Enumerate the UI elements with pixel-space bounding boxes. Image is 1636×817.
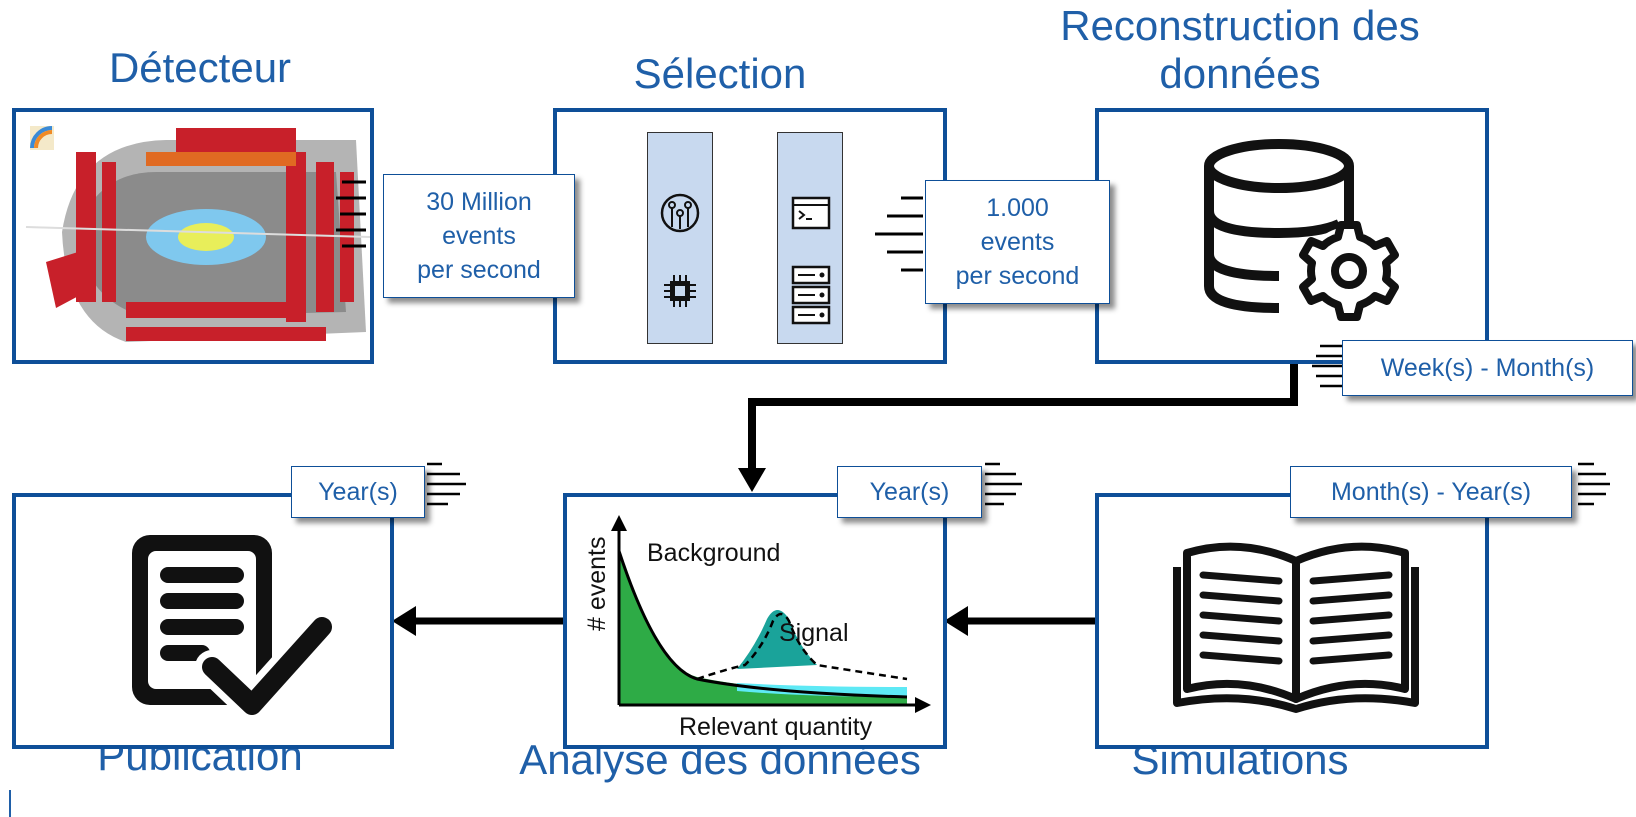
chip-icon — [664, 275, 696, 307]
y-axis-label: # events — [583, 536, 611, 631]
distribution-plot: Background Signal Relevant quantity # ev… — [583, 515, 931, 741]
tail-area — [737, 683, 907, 697]
analysis-time-tag: Year(s) — [837, 466, 982, 518]
background-label: Background — [647, 539, 780, 567]
reco-time-tag: Week(s) - Month(s) — [1342, 340, 1633, 396]
analysis-time-label: Year(s) — [869, 478, 950, 506]
rate-in-line1: 30 Million — [426, 188, 532, 216]
document-check-icon — [132, 535, 339, 722]
reconstruction-box — [1095, 108, 1489, 364]
circuit-icon — [660, 193, 700, 233]
title-detector: Détecteur — [108, 44, 292, 91]
open-book-icon — [1173, 542, 1419, 713]
server-rack-icon — [791, 265, 831, 325]
selection-box — [553, 108, 947, 364]
rate-in-line2: events — [442, 222, 516, 250]
publication-box — [12, 493, 394, 749]
database-gear-icon — [1204, 139, 1399, 321]
analysis-box: Background Signal Relevant quantity # ev… — [563, 493, 947, 749]
title-reconstruction-line2: données — [1159, 50, 1321, 97]
arrow-head-publication — [392, 606, 416, 636]
x-axis-label: Relevant quantity — [679, 713, 873, 741]
rate-in-line3: per second — [417, 256, 541, 284]
detector-box — [12, 108, 374, 364]
signal-peak — [737, 610, 817, 669]
software-panel — [777, 132, 843, 344]
terminal-icon — [791, 196, 831, 230]
arrow-reco-to-analysis — [748, 348, 1298, 470]
rate-out-tag: 1.000 events per second — [925, 180, 1110, 304]
speed-lines-selection — [875, 196, 923, 272]
simulation-time-tag: Month(s) - Year(s) — [1290, 466, 1572, 518]
simulation-time-label: Month(s) - Year(s) — [1330, 478, 1532, 506]
signal-dashed-curve — [696, 612, 908, 681]
rate-out-line1: 1.000 — [986, 194, 1049, 222]
hardware-panel — [647, 132, 713, 344]
detector-image — [25, 126, 371, 342]
signal-label: Signal — [779, 619, 849, 647]
reco-time-label: Week(s) - Month(s) — [1380, 354, 1595, 382]
arrow-head-sim — [944, 606, 968, 636]
background-area — [619, 555, 907, 705]
rate-out-line3: per second — [955, 262, 1080, 290]
speed-lines-detector — [336, 180, 366, 248]
simulations-box — [1095, 493, 1489, 749]
arrow-head-analysis — [738, 468, 766, 492]
rate-in-tag: 30 Million events per second — [383, 174, 575, 298]
publication-time-tag: Year(s) — [291, 466, 425, 518]
title-selection: Sélection — [633, 50, 807, 97]
rate-out-line2: events — [980, 228, 1055, 256]
publication-time-label: Year(s) — [318, 478, 398, 506]
title-reconstruction-line1: Reconstruction des — [1060, 2, 1420, 49]
